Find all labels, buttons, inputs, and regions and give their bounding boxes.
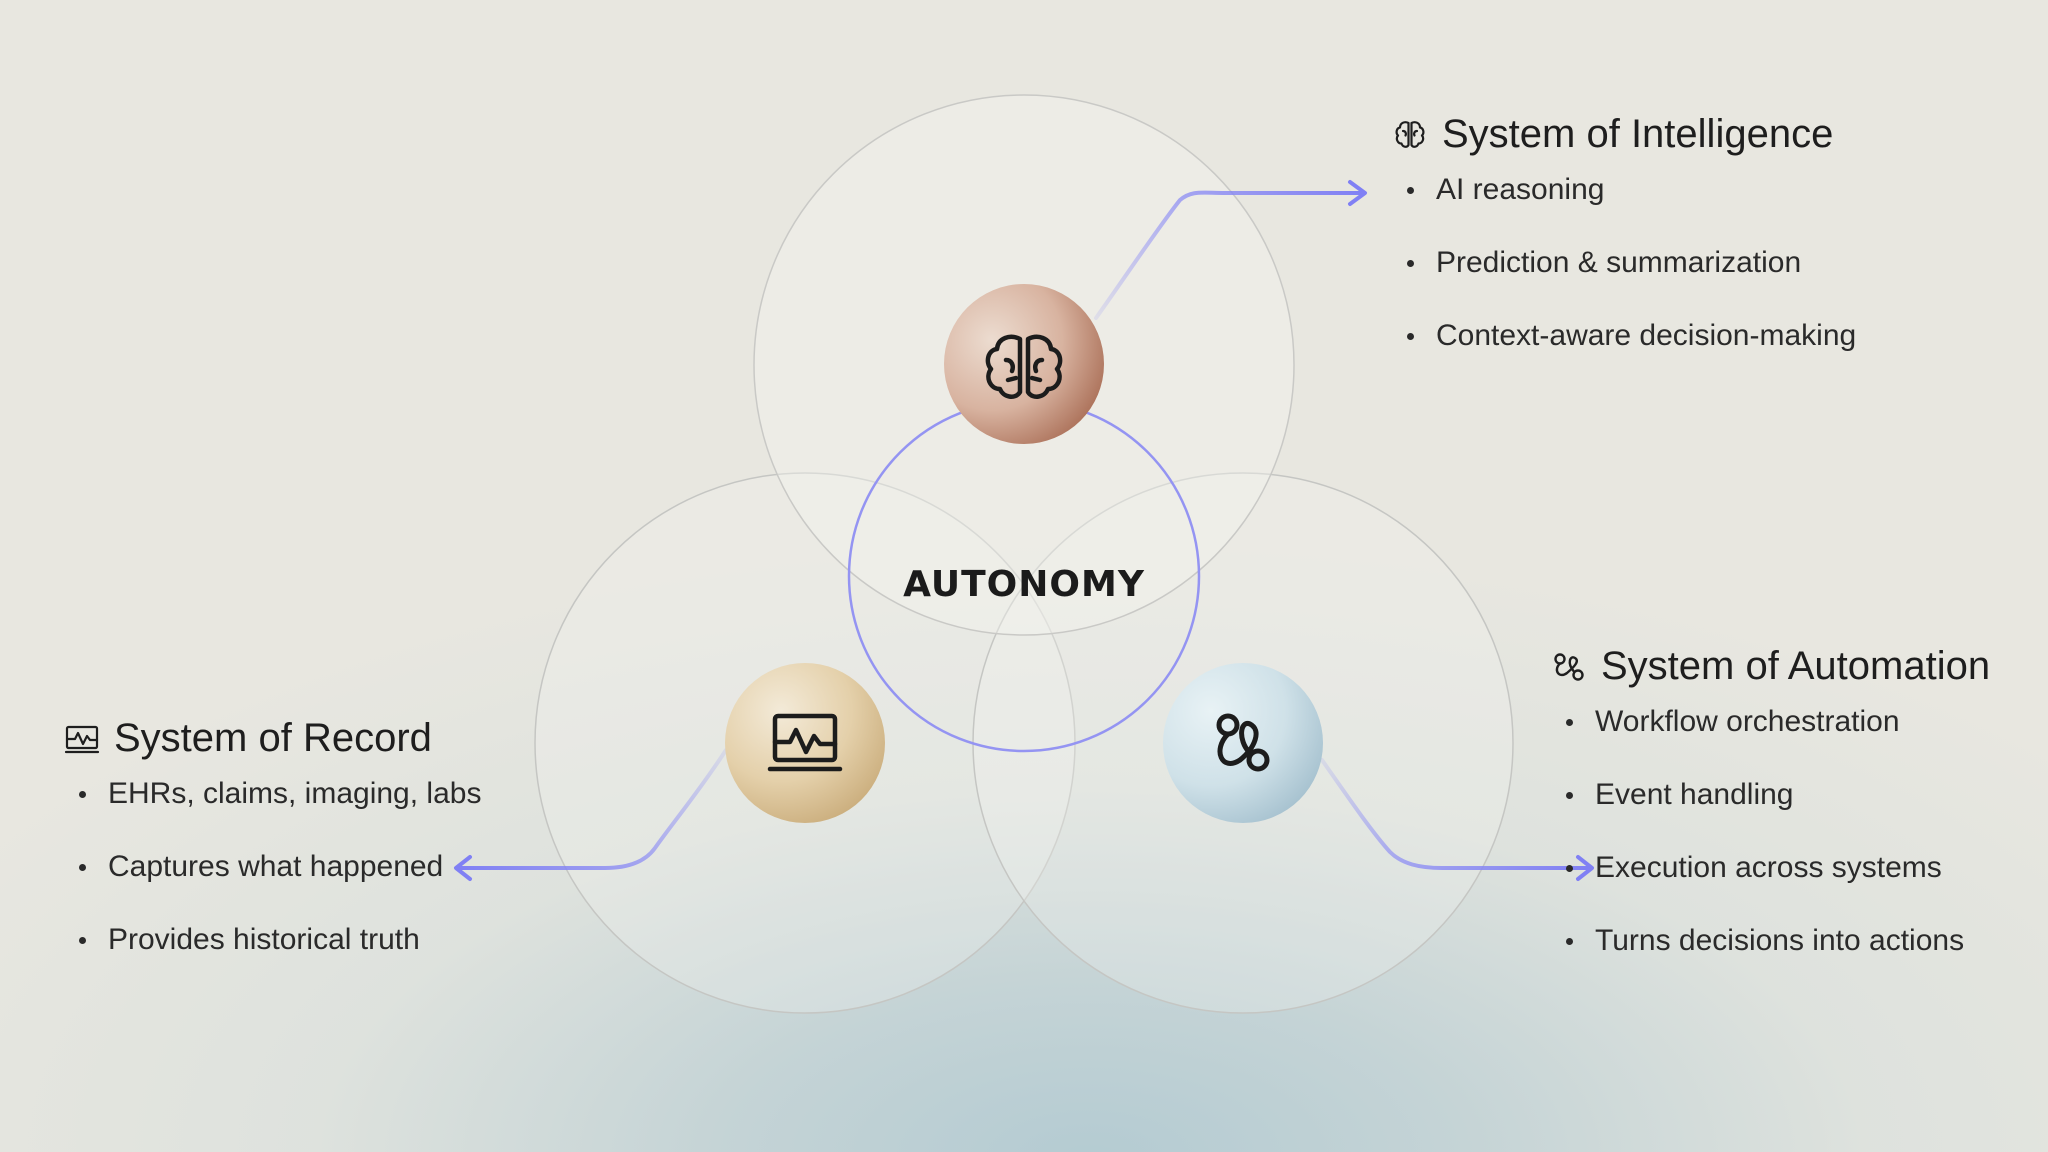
- list-item: AI reasoning: [1392, 171, 1952, 208]
- automation-title: System of Automation: [1601, 644, 1991, 688]
- list-item: Captures what happened: [64, 848, 484, 885]
- monitor-pulse-icon: [767, 713, 843, 772]
- automation-heading: System of Automation: [1551, 644, 2031, 689]
- workflow-route-icon: [1216, 713, 1270, 772]
- record-list: EHRs, claims, imaging, labs Captures wha…: [64, 775, 484, 958]
- record-title: System of Record: [114, 716, 432, 760]
- automation-info: System of Automation Workflow orchestrat…: [1551, 644, 2031, 995]
- arrow-to-record: [454, 748, 728, 881]
- list-item: Context-aware decision-making: [1392, 317, 1952, 354]
- brain-icon: [985, 334, 1063, 399]
- intelligence-info: System of Intelligence AI reasoning Pred…: [1392, 112, 1952, 390]
- record-heading: System of Record: [64, 716, 484, 761]
- automation-node: [1163, 663, 1323, 823]
- monitor-pulse-icon: [64, 725, 100, 753]
- arrow-to-intelligence: [1094, 180, 1367, 320]
- workflow-route-icon: [1554, 652, 1584, 681]
- record-node: [725, 663, 885, 823]
- automation-list: Workflow orchestration Event handling Ex…: [1551, 703, 2031, 959]
- list-item: Prediction & summarization: [1392, 244, 1952, 281]
- list-item: Turns decisions into actions: [1551, 922, 2031, 959]
- arrow-to-automation: [1320, 758, 1594, 881]
- record-info: System of Record EHRs, claims, imaging, …: [64, 716, 484, 994]
- list-item: Execution across systems: [1551, 849, 2031, 886]
- list-item: Event handling: [1551, 776, 2031, 813]
- autonomy-label: AUTONOMY: [903, 564, 1145, 605]
- list-item: Provides historical truth: [64, 921, 484, 958]
- list-item: EHRs, claims, imaging, labs: [64, 775, 484, 812]
- list-item-text: Context-aware decision-making: [1436, 319, 1857, 352]
- intelligence-list: AI reasoning Prediction & summarization …: [1392, 171, 1952, 354]
- intelligence-node: [944, 284, 1104, 444]
- list-item: Workflow orchestration: [1551, 703, 2031, 740]
- intelligence-title: System of Intelligence: [1442, 112, 1834, 156]
- intelligence-heading: System of Intelligence: [1392, 112, 1952, 157]
- brain-icon: [1395, 120, 1425, 148]
